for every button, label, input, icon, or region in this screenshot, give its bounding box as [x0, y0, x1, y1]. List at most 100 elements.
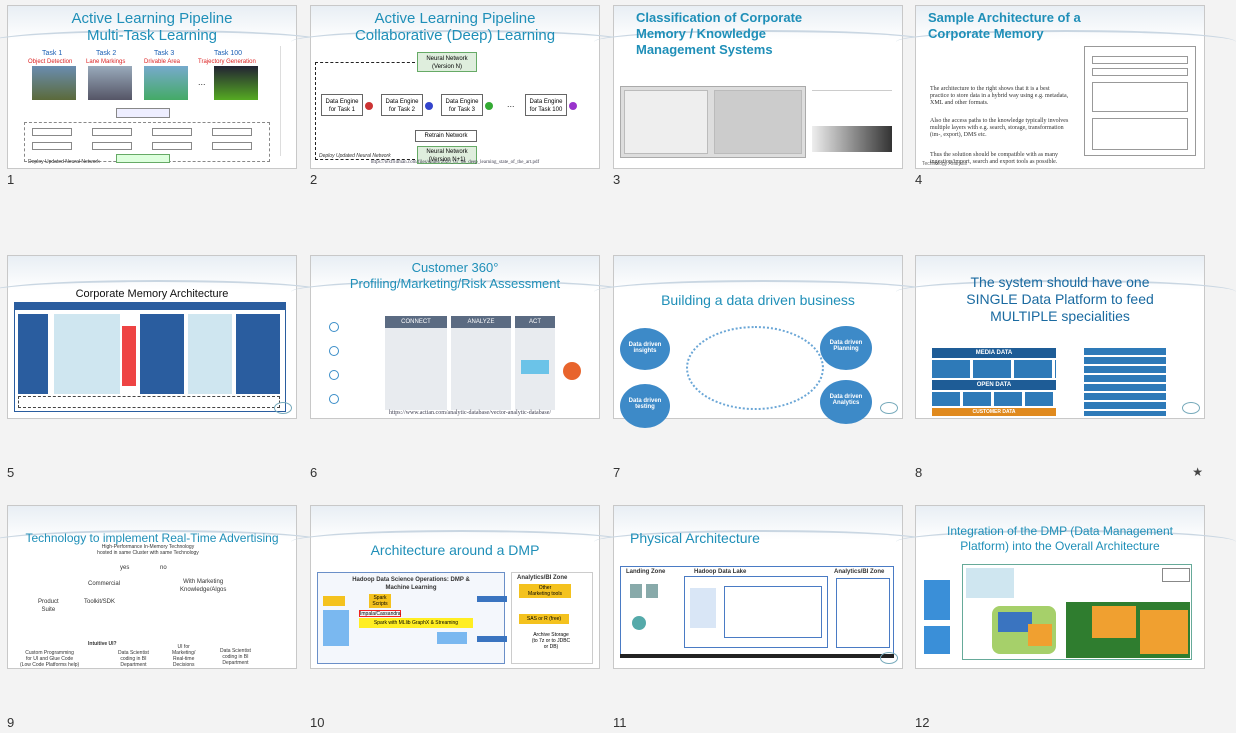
slide-title: Corporate Memory Architecture: [75, 288, 229, 300]
slide-thumbnail-7[interactable]: Building a data driven business Data dri…: [594, 255, 934, 428]
diagram-layer: [1092, 56, 1188, 64]
slide-header-decoration: [594, 256, 934, 290]
slide-cell-11[interactable]: Physical Architecture Landing Zone Hadoo…: [594, 505, 934, 730]
slide-thumbnail-1[interactable]: Active Learning Pipeline Multi-Task Lear…: [0, 5, 328, 169]
diagram-column: [236, 314, 280, 394]
person-icon: [365, 102, 373, 110]
task-image: [214, 66, 258, 100]
speciality-list: [1084, 348, 1166, 416]
flow-box: [212, 128, 252, 136]
slide-cell-1[interactable]: Active Learning Pipeline Multi-Task Lear…: [0, 5, 328, 187]
slide-thumbnail-6[interactable]: Customer 360° Profiling/Marketing/Risk A…: [291, 255, 631, 419]
slide-header-decoration: [594, 6, 934, 40]
slide-cell-8[interactable]: The system should have one SINGLE Data P…: [896, 255, 1236, 480]
data-engine-box: Data Engine for Task 3: [441, 94, 483, 116]
slide-thumbnail-2[interactable]: Active Learning Pipeline Collaborative (…: [291, 5, 631, 169]
text-block: [148, 614, 288, 634]
task-image: [32, 66, 76, 100]
source-column: [924, 580, 950, 620]
neural-network-box: Neural Network (Version N): [417, 52, 477, 72]
server-icon: [630, 584, 642, 598]
slide-number: 5: [7, 465, 15, 480]
data-engine-box: Data Engine for Task 100: [525, 94, 567, 116]
bubble: Data driven Analytics: [820, 380, 872, 424]
bubble: Data driven Planning: [820, 326, 872, 370]
column-body: [451, 328, 511, 410]
star-icon[interactable]: ★: [1192, 465, 1203, 479]
diagram-layer: [1092, 68, 1188, 76]
slide-header-decoration: [0, 6, 328, 40]
slide-thumbnail-8[interactable]: The system should have one SINGLE Data P…: [896, 255, 1236, 419]
source-column: [924, 626, 950, 654]
slide-number: 8: [915, 465, 923, 480]
decision-node: Product Suite: [38, 599, 59, 613]
person-icon: [563, 362, 581, 380]
diagram-panel: [624, 90, 708, 154]
flow-box: [116, 154, 170, 163]
slide-title: Architecture around a DMP: [370, 542, 540, 558]
decision-node: Custom Programming for UI and Glue Code …: [20, 650, 80, 668]
flow-box: [152, 142, 192, 150]
node-group: [724, 586, 822, 638]
slide-title: Technology to implement Real-Time Advert…: [25, 531, 279, 545]
slide-cell-4[interactable]: Sample Architecture of a Corporate Memor…: [896, 5, 1236, 187]
source-url: https://lexfridman.com/files/slides/2020…: [370, 160, 540, 165]
text-block: [38, 614, 138, 628]
task-label: Task 100: [214, 50, 243, 57]
slide-thumbnail-9[interactable]: Technology to implement Real-Time Advert…: [0, 505, 328, 669]
slide-cell-9[interactable]: Technology to implement Real-Time Advert…: [0, 505, 328, 730]
person-icon: [425, 102, 433, 110]
company-logo: [880, 652, 898, 664]
slide-thumbnail-5[interactable]: Corporate Memory Architecture: [0, 255, 328, 419]
deploy-label: Deploy Updated Neural Network: [28, 159, 100, 165]
action-box: [521, 360, 549, 374]
flow-box: [92, 142, 132, 150]
slide-number: 6: [310, 465, 318, 480]
component-box: [1162, 568, 1190, 582]
slide-cell-3[interactable]: Classification of Corporate Memory / Kno…: [594, 5, 934, 187]
slide-thumbnail-3[interactable]: Classification of Corporate Memory / Kno…: [594, 5, 934, 169]
slide-header-decoration: [291, 256, 631, 290]
column-body: [385, 328, 447, 410]
arrow: [477, 596, 507, 602]
decision-node: Data Scientist coding in BI Department: [118, 650, 149, 668]
slide-cell-2[interactable]: Active Learning Pipeline Collaborative (…: [291, 5, 631, 187]
slide-thumbnail-4[interactable]: Sample Architecture of a Corporate Memor…: [896, 5, 1236, 169]
slide-number: 12: [915, 715, 930, 730]
diagram-layer: [1092, 82, 1188, 112]
company-logo: [880, 402, 898, 414]
decision-node: Data Scientist coding in BI Department: [220, 648, 251, 666]
engine-box: [1092, 606, 1136, 638]
task-name: Object Detection: [28, 59, 73, 65]
section-cells: [932, 392, 1056, 406]
branch-label: yes: [120, 565, 130, 571]
task-label: Task 1: [42, 50, 63, 57]
component-box: SAS or R (free): [519, 614, 569, 624]
ellipsis: ...: [198, 77, 206, 87]
slide-thumbnail-12[interactable]: Integration of the DMP (Data Management …: [896, 505, 1236, 669]
source-icon: [329, 322, 339, 332]
slide-cell-7[interactable]: Building a data driven business Data dri…: [594, 255, 934, 480]
company-logo: [274, 402, 292, 414]
section-cells: [932, 360, 1056, 378]
slide-thumbnail-11[interactable]: Physical Architecture Landing Zone Hadoo…: [594, 505, 934, 669]
ellipsis: ...: [507, 99, 515, 109]
slide-cell-12[interactable]: Integration of the DMP (Data Management …: [896, 505, 1236, 730]
slide-thumbnail-10[interactable]: Architecture around a DMP Hadoop Data Sc…: [291, 505, 631, 669]
slide-header-decoration: [291, 506, 631, 540]
side-url: [280, 46, 288, 156]
flow-box: [32, 142, 72, 150]
slide-cell-6[interactable]: Customer 360° Profiling/Marketing/Risk A…: [291, 255, 631, 480]
diagram-column: [54, 314, 120, 394]
branch-label: no: [160, 565, 167, 571]
source-icon: [329, 394, 339, 404]
slide-number: 11: [613, 715, 627, 730]
slide-header-decoration: [291, 6, 631, 40]
zone-title: Hadoop Data Lake: [694, 569, 747, 575]
slide-cell-5[interactable]: Corporate Memory Architecture 5: [0, 255, 328, 480]
deploy-label: Deploy Updated Neural Network: [319, 153, 391, 159]
knowledge-chart: [812, 126, 892, 152]
task-name: Lane Markings: [86, 59, 126, 65]
slide-header-decoration: [896, 6, 1236, 40]
slide-cell-10[interactable]: Architecture around a DMP Hadoop Data Sc…: [291, 505, 631, 730]
